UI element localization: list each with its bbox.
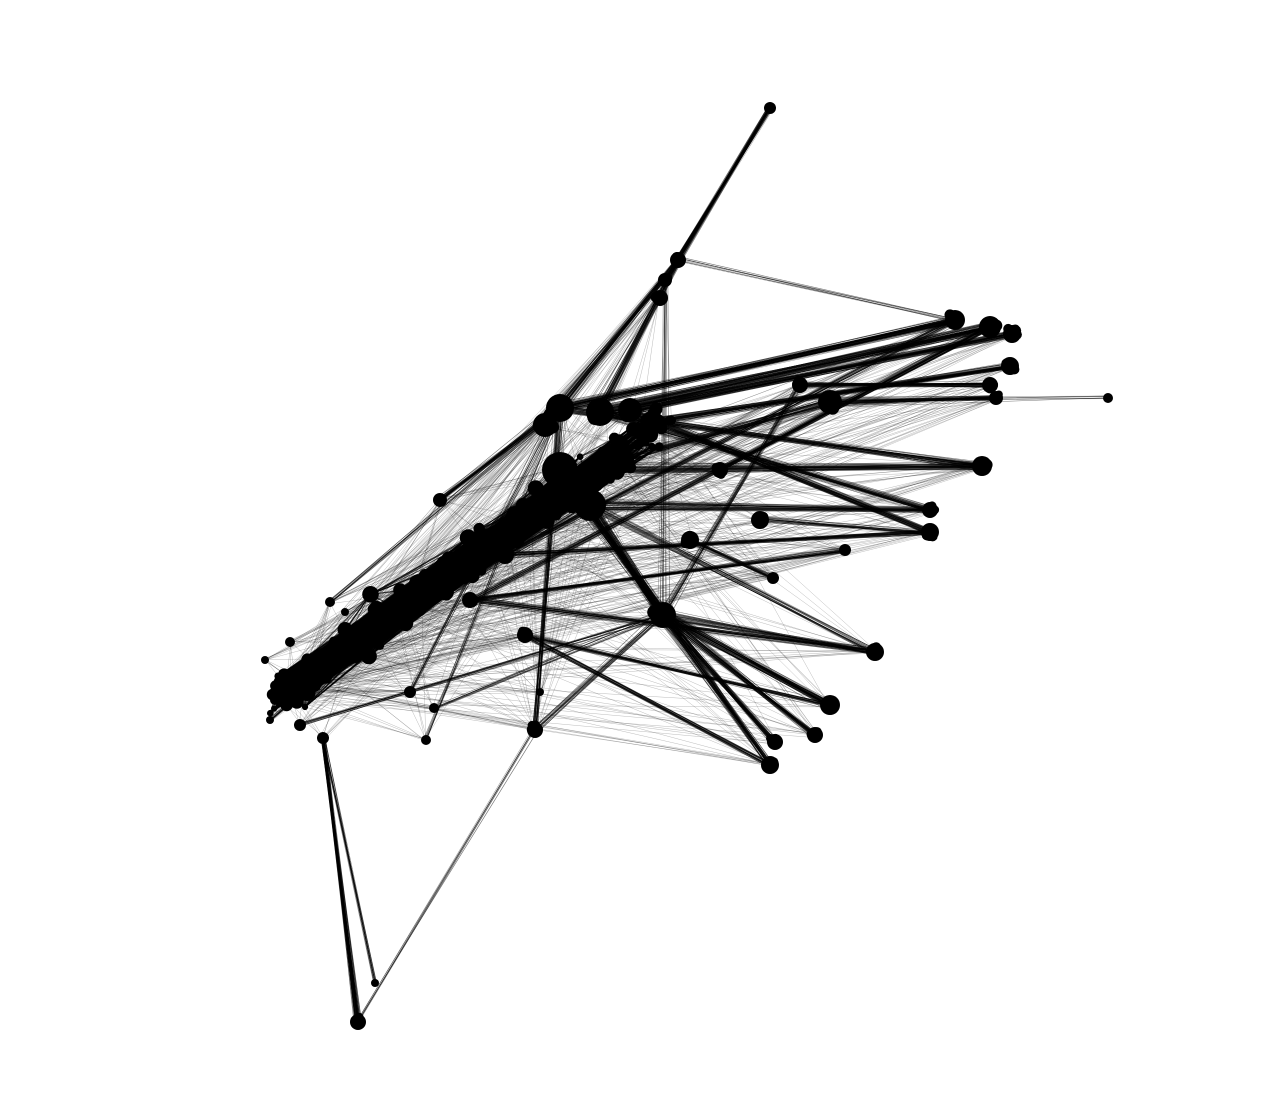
graph-edge <box>676 105 770 261</box>
graph-edge <box>524 635 767 765</box>
graph-edge <box>557 258 678 409</box>
graph-edge <box>828 399 995 407</box>
graph-edge <box>532 609 660 730</box>
graph-edge <box>680 256 957 320</box>
graph-edge <box>555 261 683 407</box>
graph-edge <box>322 736 356 1022</box>
graph-edge <box>556 322 955 409</box>
graph-edge <box>525 634 771 769</box>
graph-edge <box>321 736 360 1024</box>
graph-edge <box>471 599 877 654</box>
graph-edge <box>630 411 930 535</box>
graph-edge <box>678 109 773 261</box>
graph-edge <box>661 612 816 734</box>
graph-edge <box>828 395 1108 402</box>
graph-edge <box>562 315 956 407</box>
graph-edge <box>657 617 768 766</box>
graph-edge <box>663 614 771 769</box>
graph-edge <box>556 318 957 408</box>
graph-edge <box>801 385 991 387</box>
graph-edge <box>660 613 875 652</box>
graph-edge <box>677 259 957 320</box>
graph-edge <box>679 257 953 322</box>
graph-edge <box>593 500 929 508</box>
graph-edge <box>321 738 374 984</box>
graph-edge <box>534 612 664 730</box>
graph-edge <box>359 730 534 1020</box>
graph-edge <box>826 395 1107 398</box>
graph-edge <box>356 729 536 1025</box>
graph-edge <box>467 603 876 655</box>
graph-edge <box>587 507 662 620</box>
graph-edge <box>468 595 880 649</box>
graph-edge <box>588 503 928 509</box>
graph-edge <box>469 603 873 653</box>
graph-edge <box>661 619 771 768</box>
graph-edge <box>323 738 357 1022</box>
graph-edge <box>322 736 377 984</box>
graph-edge <box>592 505 665 615</box>
graph-edge <box>592 502 662 615</box>
graph-edge <box>632 331 1014 413</box>
graph-edge <box>560 324 960 410</box>
graph-edge <box>470 601 874 654</box>
graph-edge <box>831 396 1111 400</box>
graph-edge <box>585 504 929 513</box>
graph-edge <box>675 259 956 322</box>
graph-edge <box>591 503 669 612</box>
graph-edge <box>662 611 769 764</box>
graph-edge <box>561 257 678 403</box>
graph-edge <box>322 738 376 985</box>
graph-edge <box>523 636 770 767</box>
graph-edge <box>558 261 680 411</box>
graph-edge <box>563 466 984 476</box>
graph-edge <box>677 108 771 262</box>
graph-edge <box>323 738 359 1022</box>
graph-edge <box>590 507 664 615</box>
graph-edge <box>663 615 816 740</box>
graph-edge <box>532 612 664 730</box>
graph-edge <box>628 413 927 533</box>
graph-edge <box>826 397 1107 408</box>
graph-edge <box>674 108 771 262</box>
graph-edge <box>557 316 955 406</box>
graph-edge <box>563 320 955 411</box>
